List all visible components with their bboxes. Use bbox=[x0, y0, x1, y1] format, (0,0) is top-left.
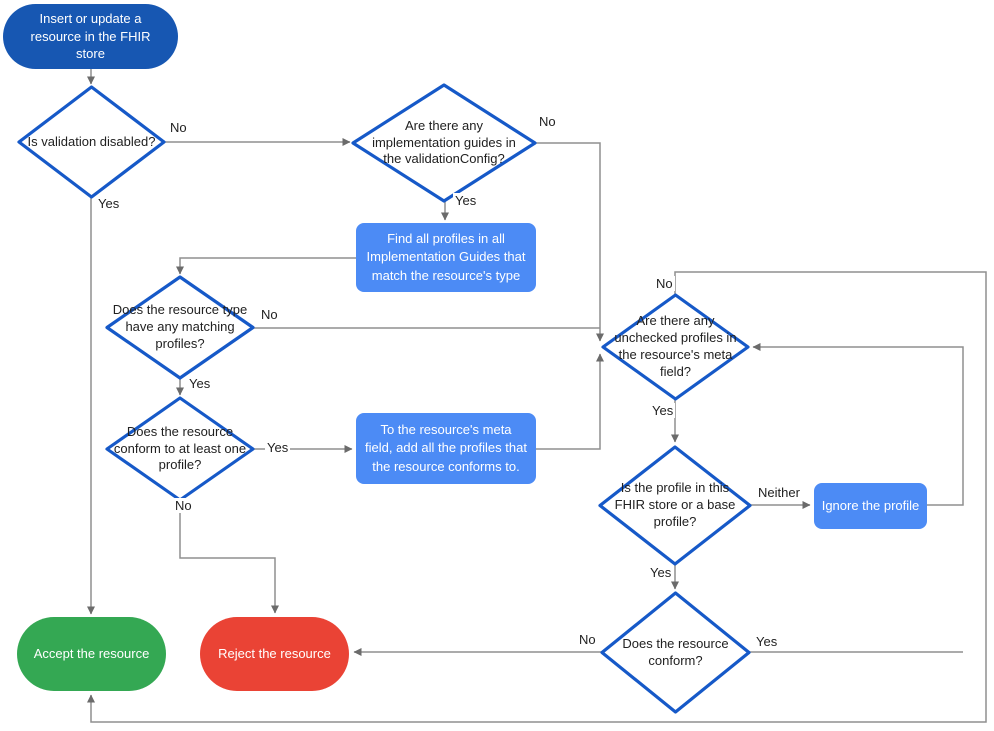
decision-matching-label: Does the resource type have any matching… bbox=[112, 302, 248, 351]
edge-label-validation-no: No bbox=[168, 120, 189, 135]
process-ignore-profile-label: Ignore the profile bbox=[821, 497, 920, 513]
decision-implementation-guides: Are there any implementation guides in t… bbox=[353, 85, 535, 201]
diamond-shape bbox=[602, 593, 749, 712]
process-add-profiles-label: To the resource's meta field, add all th… bbox=[365, 422, 527, 474]
edge-add-to-unchecked bbox=[536, 353, 604, 450]
start-node: Insert or update a resource in the FHIR … bbox=[3, 4, 178, 69]
reject-node: Reject the resource bbox=[200, 617, 349, 691]
decision-store-or-base-profile: Is the profile in this FHIR store or a b… bbox=[600, 447, 750, 564]
process-find-profiles-label: Find all profiles in all Implementation … bbox=[366, 231, 526, 283]
decision-conform-one-label: Does the resource conform to at least on… bbox=[113, 423, 247, 473]
decision-validation-label: Is validation disabled? bbox=[27, 133, 156, 149]
edge-label-matching-yes: Yes bbox=[187, 376, 213, 391]
edge-label-guides-yes: Yes bbox=[453, 193, 479, 208]
edge-label-conform-no: No bbox=[577, 632, 598, 647]
decision-guides-label: Are there any implementation guides in t… bbox=[372, 117, 516, 167]
decision-unchecked-label: Are there any unchecked profiles in the … bbox=[614, 313, 737, 379]
decision-matching-profiles: Does the resource type have any matching… bbox=[107, 277, 253, 378]
edge-unchecked-no-loop-to-accept bbox=[87, 271, 987, 723]
edge-find-to-matching bbox=[176, 257, 356, 275]
process-find-profiles: Find all profiles in all Implementation … bbox=[356, 223, 536, 292]
decision-validation-disabled: Is validation disabled? bbox=[19, 87, 164, 197]
edge-ignore-loop-to-unchecked bbox=[752, 343, 964, 506]
process-add-profiles: To the resource's meta field, add all th… bbox=[356, 413, 536, 484]
decision-conform-at-least-one: Does the resource conform to at least on… bbox=[107, 398, 253, 500]
edge-label-conform-yes: Yes bbox=[754, 634, 780, 649]
diamond-shape bbox=[19, 87, 164, 197]
edge-conform1-no-to-reject bbox=[179, 500, 279, 614]
reject-node-label: Reject the resource bbox=[218, 646, 331, 662]
edge-label-conform-one-yes: Yes bbox=[265, 440, 291, 455]
start-node-label: Insert or update a resource in the FHIR … bbox=[30, 11, 151, 62]
diamond-shape bbox=[107, 277, 253, 378]
accept-node: Accept the resource bbox=[17, 617, 166, 691]
edge-label-validation-yes: Yes bbox=[96, 196, 122, 211]
edge-label-store-base-neither: Neither bbox=[756, 485, 802, 500]
edge-label-conform-one-no: No bbox=[173, 498, 194, 513]
accept-node-label: Accept the resource bbox=[33, 646, 150, 662]
edge-label-unchecked-no: No bbox=[654, 276, 675, 291]
edge-label-guides-no: No bbox=[537, 114, 558, 129]
diamond-shape bbox=[353, 85, 535, 201]
edge-label-matching-no: No bbox=[259, 307, 280, 322]
edge-label-store-base-yes: Yes bbox=[648, 565, 674, 580]
decision-store-base-label: Is the profile in this FHIR store or a b… bbox=[614, 480, 736, 529]
diamond-shape bbox=[600, 447, 750, 564]
edge-guides-no-to-unchecked bbox=[535, 142, 604, 342]
decision-conform-label: Does the resource conform? bbox=[622, 635, 729, 668]
decision-resource-conform: Does the resource conform? bbox=[602, 593, 749, 712]
process-ignore-profile: Ignore the profile bbox=[814, 483, 927, 529]
diamond-shape bbox=[603, 295, 748, 399]
decision-unchecked-profiles: Are there any unchecked profiles in the … bbox=[603, 295, 748, 399]
edge-label-unchecked-yes: Yes bbox=[650, 403, 676, 418]
